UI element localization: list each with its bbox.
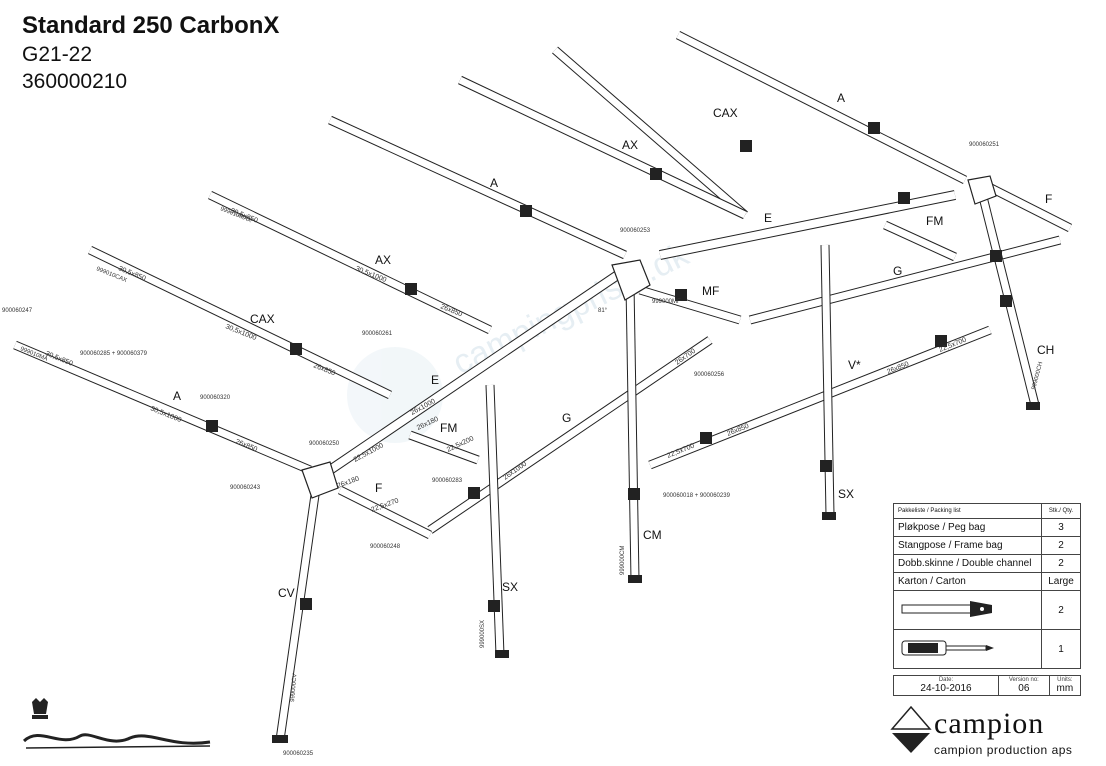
label-g-right: G — [893, 264, 902, 278]
packing-item: Dobb.skinne / Double channel — [893, 554, 1042, 573]
label-e-right: E — [764, 211, 772, 225]
packing-list-table: Pakkeliste / Packing list Stk./ Qty. Plø… — [893, 503, 1081, 669]
code-283: 900060283 — [432, 478, 463, 484]
label-cax-left: CAX — [250, 312, 275, 326]
code-99mf: 999000MF — [652, 299, 681, 305]
units-value: mm — [1056, 683, 1074, 694]
label-sx-mid: SX — [502, 580, 518, 594]
date-label: Date: — [938, 677, 954, 683]
isabella-logo — [20, 696, 220, 756]
roof-poles — [13, 30, 1073, 741]
packing-qty: 2 — [1041, 536, 1081, 555]
code-99cv: 999000CV — [290, 673, 298, 702]
packing-row: Dobb.skinne / Double channel 2 — [893, 554, 1081, 573]
code-99cm: 999000CM — [620, 546, 626, 575]
model-code: G21-22 — [22, 43, 93, 66]
code-99sx: 999000SX — [480, 620, 486, 648]
code-248: 900060248 — [370, 544, 401, 550]
tension-band-icon — [893, 590, 1042, 630]
label-g-mid: G — [562, 411, 571, 425]
label-a-mid: A — [490, 176, 498, 190]
date-value: 24-10-2016 — [920, 683, 972, 694]
packing-qty: 2 — [1041, 554, 1081, 573]
label-e-left: E — [431, 373, 439, 387]
label-cv: CV — [278, 586, 295, 600]
code-320: 900060320 — [200, 395, 231, 401]
label-v: V* — [848, 358, 861, 372]
product-title: Standard 250 CarbonX — [22, 12, 280, 39]
code-239: 900060018 + 900060239 — [663, 493, 731, 499]
clamps — [206, 122, 1012, 612]
pole-letters: A CAX AX A AX CAX A E E F F FM FM MF G G… — [173, 91, 1054, 600]
isabella-crown-icon — [22, 698, 211, 749]
screwdriver-icon — [893, 629, 1042, 669]
code-235: 900060235 — [283, 751, 314, 757]
label-ax-top: AX — [622, 138, 638, 152]
packing-qty: 3 — [1041, 518, 1081, 537]
code-251: 900060251 — [969, 142, 1000, 148]
code-261: 900060261 — [362, 331, 393, 337]
code-253: 900060253 — [620, 228, 651, 234]
packing-header-qty: Stk./ Qty. — [1041, 503, 1081, 519]
feet — [272, 402, 1040, 743]
campion-brand: campion — [934, 707, 1045, 740]
label-cm: CM — [643, 528, 662, 542]
size-14: 26x180 — [336, 475, 360, 489]
packing-item: Karton / Carton — [893, 572, 1042, 591]
campion-subtitle: campion production aps — [934, 743, 1073, 757]
packing-qty: 2 — [1041, 590, 1081, 630]
label-f-right: F — [1045, 192, 1052, 206]
code-285: 900060285 + 900060379 — [80, 351, 148, 357]
revision-table: Date:24-10-2016 Version no:06 Units:mm — [893, 675, 1082, 696]
campion-logo: campion campion production aps — [890, 705, 1090, 760]
version-value: 06 — [1018, 683, 1030, 694]
code-256: 900060256 — [694, 372, 725, 378]
title-block: Standard 250 CarbonX G21-22 360000210 — [22, 12, 280, 93]
label-mf: MF — [702, 284, 719, 298]
angle-label: 81° — [598, 308, 608, 314]
label-f-left: F — [375, 481, 382, 495]
label-ch: CH — [1037, 343, 1054, 357]
packing-row: Stangpose / Frame bag 2 — [893, 536, 1081, 555]
code-243: 900060243 — [230, 485, 261, 491]
version-label: Version no: — [1008, 677, 1039, 683]
packing-qty: 1 — [1041, 629, 1081, 669]
campion-triangle-icon — [890, 705, 932, 753]
packing-item: Stangpose / Frame bag — [893, 536, 1042, 555]
part-number: 360000210 — [22, 70, 128, 93]
packing-header-item: Pakkeliste / Packing list — [893, 503, 1042, 519]
packing-row: Karton / Carton Large — [893, 572, 1081, 591]
label-fm-right: FM — [926, 214, 943, 228]
label-ax-left: AX — [375, 253, 391, 267]
label-a-left: A — [173, 389, 181, 403]
label-sx-right: SX — [838, 487, 854, 501]
hub-connectors — [301, 175, 997, 499]
code-250: 900060250 — [309, 441, 340, 447]
packing-row: 2 — [893, 590, 1081, 630]
code-99ch: 999000CH — [1031, 361, 1044, 390]
part-codes: 900060247 900060285 + 900060379 90006032… — [2, 142, 1044, 757]
code-247: 900060247 — [2, 308, 33, 314]
size-17: 26x850 — [726, 423, 750, 438]
packing-qty: Large — [1041, 572, 1081, 591]
packing-item: Pløkpose / Peg bag — [893, 518, 1042, 537]
label-a-top: A — [837, 91, 845, 105]
packing-row: Pløkpose / Peg bag 3 — [893, 518, 1081, 537]
packing-row: 1 — [893, 629, 1081, 669]
units-label: Units: — [1057, 677, 1073, 683]
label-fm-left: FM — [440, 421, 457, 435]
label-cax-top: CAX — [713, 106, 738, 120]
